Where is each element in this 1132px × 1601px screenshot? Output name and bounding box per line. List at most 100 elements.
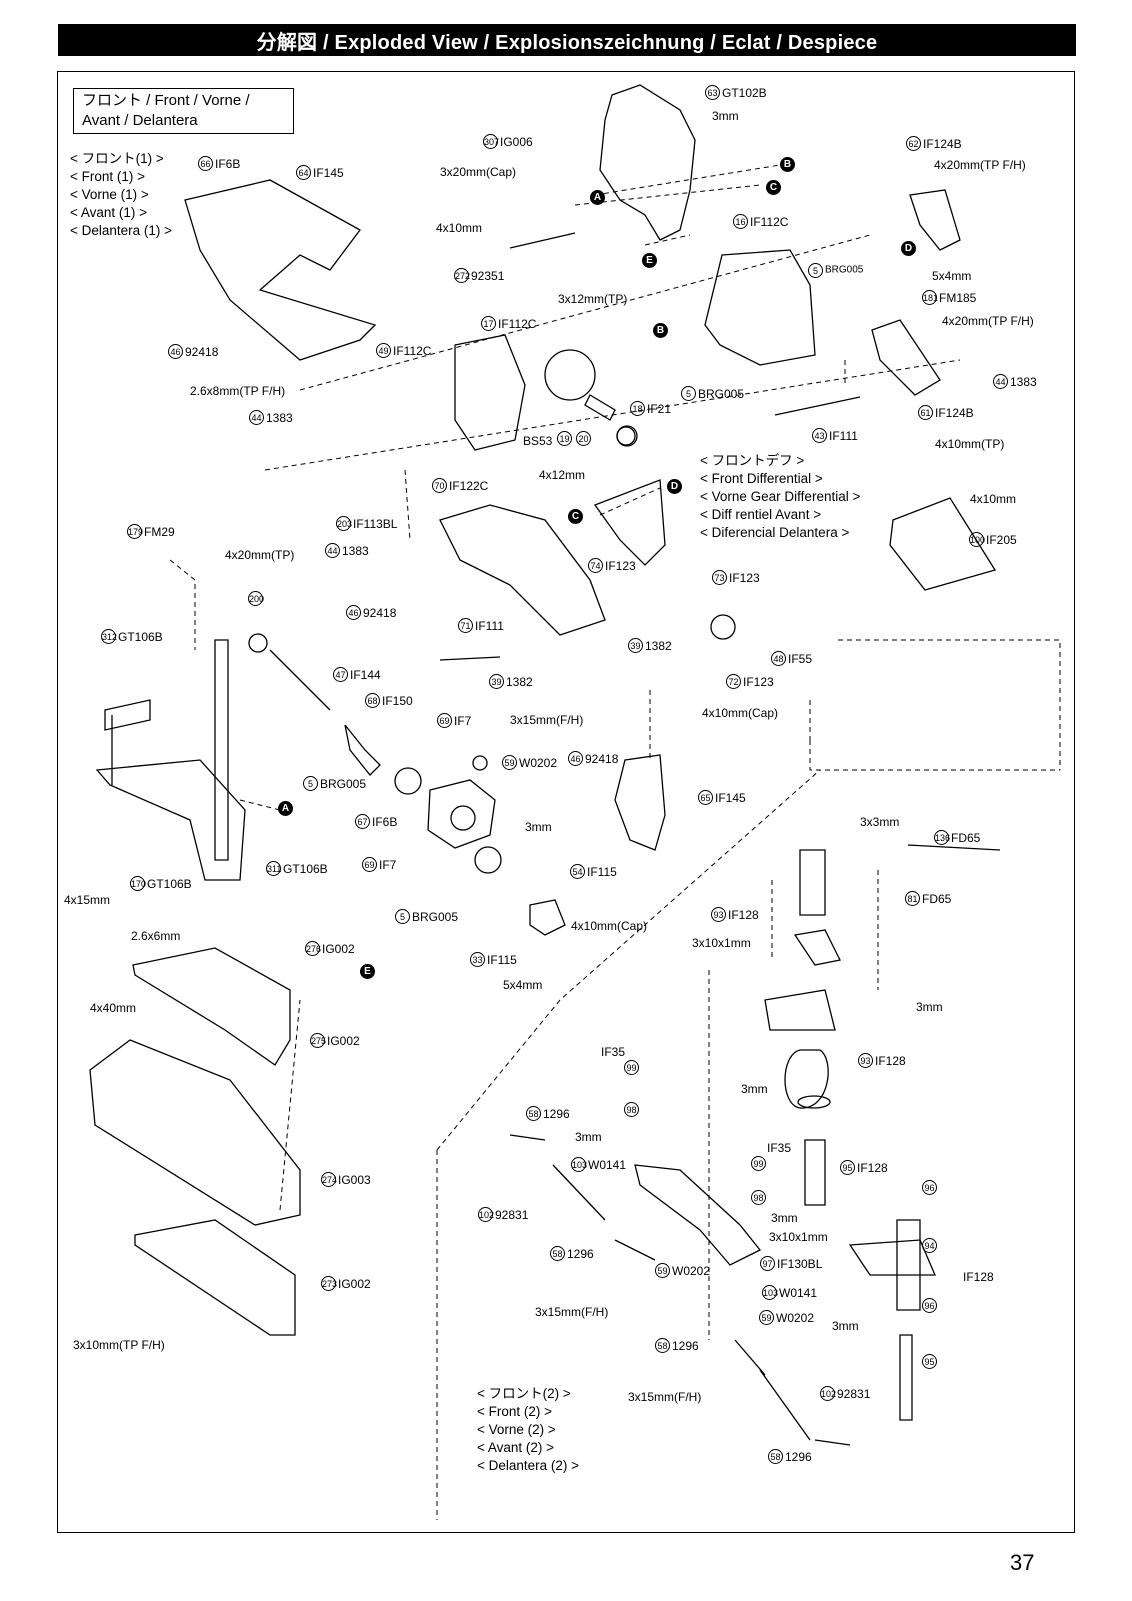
part-label: 4x20mm(TP F/H) (934, 157, 1026, 172)
marker-b: B (653, 323, 668, 338)
part-label: 100IF205 (969, 532, 1017, 548)
marker-d: D (667, 479, 682, 494)
part-label: 27292351 (454, 268, 505, 284)
marker-e: E (360, 964, 375, 979)
part-label: 179FM29 (127, 524, 175, 540)
part-label: IF35 (601, 1044, 626, 1059)
front2-label-es: < Delantera (2) > (477, 1458, 580, 1473)
part-label: IF128 (963, 1269, 994, 1284)
marker-d: D (901, 241, 916, 256)
part-label: 103W0141 (571, 1157, 627, 1173)
marker-a: A (590, 190, 605, 205)
part-label: 98 (624, 1102, 641, 1118)
part-label: 312GT106B (101, 629, 163, 645)
section-title-box: フロント / Front / Vorne / Avant / Delantera (73, 88, 294, 134)
part-label: 203IF113BL (336, 516, 398, 532)
part-label: 274IG003 (321, 1172, 371, 1188)
front1-label-de: < Vorne (1) > (70, 187, 149, 202)
part-label: 10292831 (820, 1386, 871, 1402)
front2-label-fr: < Avant (2) > (477, 1440, 555, 1455)
marker-b: B (780, 157, 795, 172)
part-label: 3x10mm(TP F/H) (73, 1337, 165, 1352)
part-label: 96 (922, 1298, 939, 1314)
part-label: 3x3mm (860, 814, 900, 829)
part-label: 136FD65 (934, 830, 981, 846)
part-label: 3mm (741, 1081, 768, 1096)
part-label: 275IG002 (310, 1033, 360, 1049)
front-diff-label-fr: < Diff rentiel Avant > (700, 507, 822, 522)
part-label: 10292831 (478, 1207, 529, 1223)
part-label: IF35 (767, 1140, 792, 1155)
part-label: 3x15mm(F/H) (535, 1304, 609, 1319)
front-diff-label-jp: < フロントデフ > (700, 453, 805, 468)
part-label: 273IG002 (321, 1276, 371, 1292)
part-label: 4x20mm(TP) (225, 547, 295, 562)
page-header: 分解図 / Exploded View / Explosionszeichnun… (58, 24, 1076, 56)
part-label: 200 (248, 591, 265, 607)
front2-label-en: < Front (2) > (477, 1404, 553, 1419)
part-label: 96 (922, 1180, 939, 1196)
part-label: 3mm (712, 108, 739, 123)
part-label: 4x12mm (539, 467, 586, 482)
part-label: 4x10mm (436, 220, 483, 235)
part-label: 307IG006 (483, 134, 533, 150)
part-label: 276IG002 (305, 941, 355, 957)
front2-label-jp: < フロント(2) > (477, 1386, 571, 1401)
part-label: 4x40mm (90, 1000, 137, 1015)
marker-a: A (278, 801, 293, 816)
part-label: 3x10x1mm (692, 935, 751, 950)
part-label: 98 (751, 1190, 768, 1206)
part-label: 4x20mm(TP F/H) (942, 313, 1034, 328)
part-label: 4x10mm(TP) (935, 436, 1005, 451)
marker-e: E (642, 253, 657, 268)
front1-label-en: < Front (1) > (70, 169, 146, 184)
part-label: 3x12mm(TP) (558, 291, 628, 306)
part-label: 5x4mm (932, 268, 972, 283)
part-label: 3mm (916, 999, 943, 1014)
part-label: 3mm (575, 1129, 602, 1144)
part-label: 3mm (832, 1318, 859, 1333)
part-label: 3x20mm(Cap) (440, 164, 517, 179)
marker-c: C (568, 509, 583, 524)
front1-label-jp: < フロント(1) > (70, 151, 164, 166)
part-label: 3x15mm(F/H) (510, 712, 584, 727)
part-label: 5x4mm (503, 977, 543, 992)
part-label: 4x15mm (64, 892, 111, 907)
part-label: 3mm (525, 819, 552, 834)
